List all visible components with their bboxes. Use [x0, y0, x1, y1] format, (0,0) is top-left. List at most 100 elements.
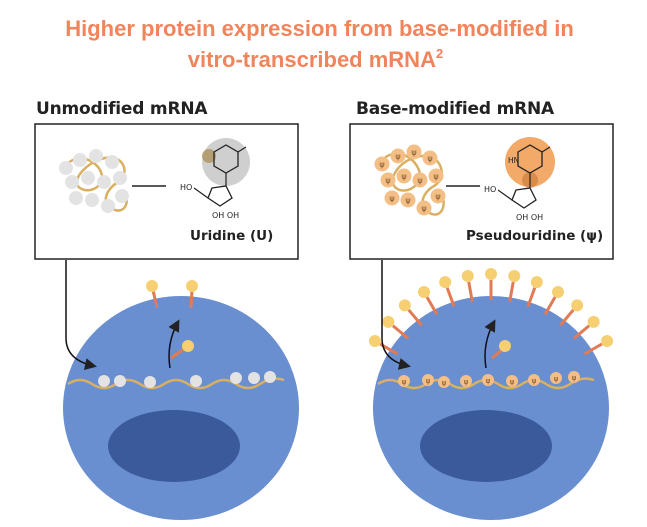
pseudouridine-label: Pseudouridine (ψ)	[466, 228, 604, 244]
protein-head	[368, 335, 381, 347]
bead	[85, 193, 99, 207]
bead	[101, 199, 115, 213]
export-arrow	[168, 319, 180, 369]
bead	[190, 375, 202, 387]
bead	[81, 171, 95, 185]
modified-cell: ψ ψ ψ ψ ψ ψ ψ ψ ψ	[368, 268, 614, 520]
bead	[416, 200, 432, 216]
cell-body	[63, 296, 299, 520]
svg-text:OH OH: OH OH	[212, 211, 239, 220]
modified-heading: Base-modified mRNA	[356, 99, 554, 119]
bead	[380, 172, 396, 188]
svg-text:OH OH: OH OH	[516, 213, 543, 222]
protein-head	[587, 315, 600, 328]
unmodified-cell	[63, 280, 299, 520]
svg-text:ψ: ψ	[401, 172, 406, 181]
bead	[264, 371, 276, 383]
pseudouridine-structure: HN HO OH OH	[484, 137, 555, 222]
svg-text:ψ: ψ	[435, 192, 440, 201]
svg-text:ψ: ψ	[379, 160, 384, 169]
uridine-label: Uridine (U)	[190, 228, 274, 244]
bead	[396, 168, 412, 184]
svg-text:ψ: ψ	[510, 378, 515, 386]
protein-head	[382, 315, 395, 328]
svg-text:ψ: ψ	[389, 194, 394, 203]
protein-stalk	[151, 289, 159, 309]
svg-text:ψ: ψ	[464, 378, 469, 386]
bead	[482, 374, 494, 386]
bead	[422, 150, 438, 166]
protein-head	[485, 268, 497, 280]
nucleus	[420, 410, 552, 482]
protein-stalk	[491, 348, 503, 360]
svg-text:ψ: ψ	[405, 196, 410, 205]
bead	[422, 374, 434, 386]
bead	[384, 190, 400, 206]
svg-text:HO: HO	[180, 183, 192, 192]
uridine-structure: HO OH OH	[180, 138, 250, 220]
protein-stalk	[189, 289, 194, 309]
protein-head	[499, 340, 511, 352]
protein-head	[508, 270, 521, 283]
svg-text:ψ: ψ	[433, 172, 438, 181]
protein-head	[439, 276, 452, 289]
bead	[97, 175, 111, 189]
protein-stalk	[170, 347, 185, 360]
bead	[568, 371, 580, 383]
protein-stalk	[425, 296, 439, 316]
bead	[115, 189, 129, 203]
bead	[73, 153, 87, 167]
bead	[428, 168, 444, 184]
unmodified-heading: Unmodified mRNA	[36, 99, 208, 119]
protein-head	[552, 285, 564, 298]
bead	[65, 175, 79, 189]
bead	[114, 375, 126, 387]
protein-stalk	[391, 324, 410, 340]
bead	[69, 191, 83, 205]
page-title-line-2: vitro-transcribed mRNA2	[0, 46, 639, 73]
bead	[398, 375, 410, 387]
protein-stalk	[526, 287, 537, 308]
base-highlight	[202, 138, 250, 186]
svg-text:ψ: ψ	[427, 154, 432, 163]
bead	[59, 161, 73, 175]
bead	[390, 148, 406, 164]
svg-text:ψ: ψ	[486, 377, 491, 385]
bead	[89, 149, 103, 163]
unmodified-mrna-coil	[59, 149, 129, 213]
protein-stalk	[508, 281, 515, 302]
protein-stalk	[572, 324, 591, 340]
bead	[113, 171, 127, 185]
bead	[550, 372, 562, 384]
svg-text:ψ: ψ	[385, 176, 390, 185]
svg-text:ψ: ψ	[554, 375, 559, 383]
bead	[248, 372, 260, 384]
protein-head	[530, 276, 543, 289]
protein-head	[418, 285, 430, 298]
protein-head	[601, 335, 614, 347]
protein-stalk	[543, 296, 557, 316]
protein-stalk	[445, 287, 456, 308]
bead	[400, 192, 416, 208]
modified-mrna-coil: ψ ψ ψ ψ ψ ψ ψ ψ ψ ψ ψ ψ	[374, 144, 446, 216]
delivery-arrow	[381, 260, 411, 370]
protein-stalk	[559, 308, 575, 327]
unmodified-box	[34, 123, 299, 260]
protein-stalk	[467, 281, 474, 302]
base-highlight	[505, 137, 555, 187]
bead	[230, 372, 242, 384]
svg-text:HN: HN	[508, 156, 519, 165]
protein-stalk	[583, 342, 603, 356]
title-text: vitro-transcribed mRNA	[187, 47, 436, 72]
protein-stalk	[407, 308, 423, 327]
protein-head	[186, 280, 198, 292]
protein-head	[182, 340, 194, 352]
protein-head	[571, 299, 584, 312]
bead	[374, 156, 390, 172]
svg-text:ψ: ψ	[402, 378, 407, 386]
bead	[438, 376, 450, 388]
citation-superscript: 2	[435, 46, 444, 61]
svg-text:ψ: ψ	[417, 176, 422, 185]
export-arrow	[484, 319, 496, 369]
